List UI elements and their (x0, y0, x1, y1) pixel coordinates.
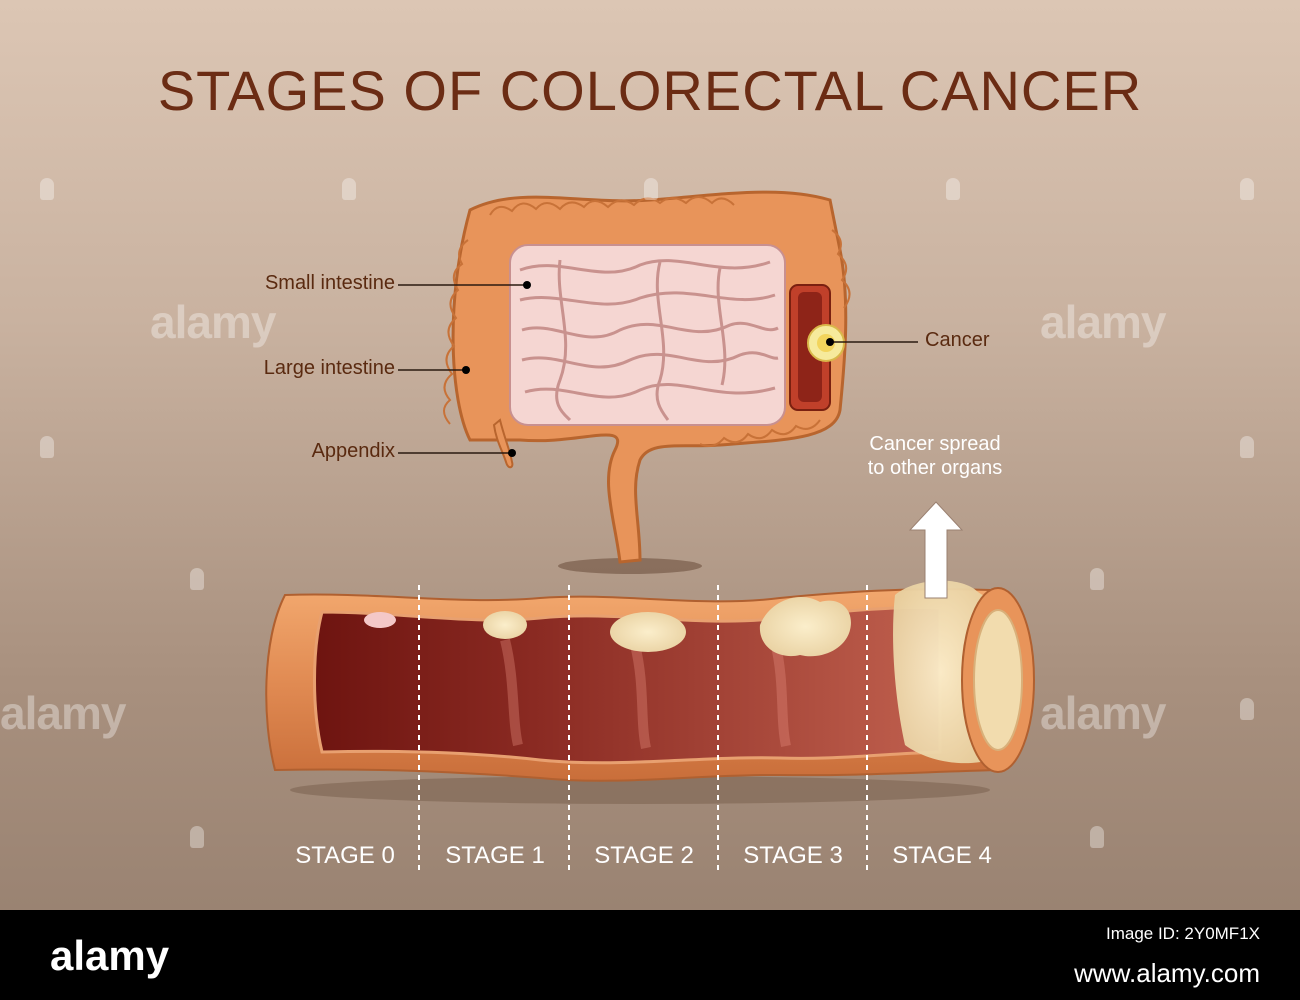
footer-site-url: www.alamy.com (1074, 958, 1260, 988)
stage-label-4: STAGE 4 (892, 842, 992, 869)
watermark-icon (190, 568, 204, 590)
label-large-intestine: Large intestine (263, 357, 395, 379)
footer-image-id: Image ID: 2Y0MF1X (1105, 924, 1260, 943)
watermark-icon (644, 178, 658, 200)
label-spread-line2: to other organs (867, 457, 1003, 479)
pointer-dots (462, 281, 834, 457)
watermark: alamy (1040, 296, 1166, 348)
watermark-icon (342, 178, 356, 200)
colon-illustration (265, 190, 1035, 875)
page-title: STAGES OF COLORECTAL CANCER (157, 59, 1143, 122)
dot (462, 366, 470, 374)
watermark-icon (1090, 568, 1104, 590)
watermark-icon (1240, 436, 1254, 458)
label-cancer-spread: Cancer spread to other organs (830, 432, 1040, 480)
stage-label-0: STAGE 0 (295, 842, 395, 869)
watermark: alamy (150, 296, 276, 348)
label-small-intestine: Small intestine (264, 272, 395, 294)
watermark: alamy (1040, 687, 1166, 739)
stage-label-3: STAGE 3 (743, 842, 843, 869)
small-intestine-loops (519, 259, 779, 422)
tube-end-inner (973, 609, 1023, 751)
watermark-icon (190, 826, 204, 848)
footer-logo: alamy (50, 932, 170, 979)
infographic-poster: STAGES OF COLORECTAL CANCER (0, 0, 1300, 910)
colon-cross-section (265, 580, 1035, 804)
watermark-icon (1090, 826, 1104, 848)
watermark-icon (40, 436, 54, 458)
label-appendix: Appendix (311, 440, 395, 462)
arrow-up-icon (908, 501, 964, 599)
label-cancer: Cancer (925, 329, 990, 351)
dot (826, 338, 834, 346)
dot (523, 281, 531, 289)
haustra (443, 196, 851, 447)
dot (508, 449, 516, 457)
appendix-shape (492, 418, 514, 469)
watermark-icon (1240, 178, 1254, 200)
mucosa-folds (500, 638, 791, 750)
intestine-diagram (443, 190, 851, 574)
stage-label-2: STAGE 2 (594, 842, 694, 869)
stage-separators (418, 585, 868, 875)
tumor-stage-0 (364, 612, 396, 628)
watermark-icon (946, 178, 960, 200)
shadow (558, 558, 702, 574)
tube-shadow (290, 776, 990, 804)
watermark-icon (40, 178, 54, 200)
tumor-stage-3 (759, 596, 851, 657)
watermark-icon (1240, 698, 1254, 720)
stage-label-1: STAGE 1 (445, 842, 545, 869)
tumor-stage-2 (610, 612, 686, 652)
watermark: alamy (0, 687, 126, 739)
tumor-stage-1 (483, 611, 527, 639)
pointer-lines (398, 284, 918, 454)
label-spread-line1: Cancer spread (869, 433, 1001, 455)
stock-footer-bar: alamy Image ID: 2Y0MF1X www.alamy.com (0, 910, 1300, 1000)
small-intestine (509, 244, 786, 426)
